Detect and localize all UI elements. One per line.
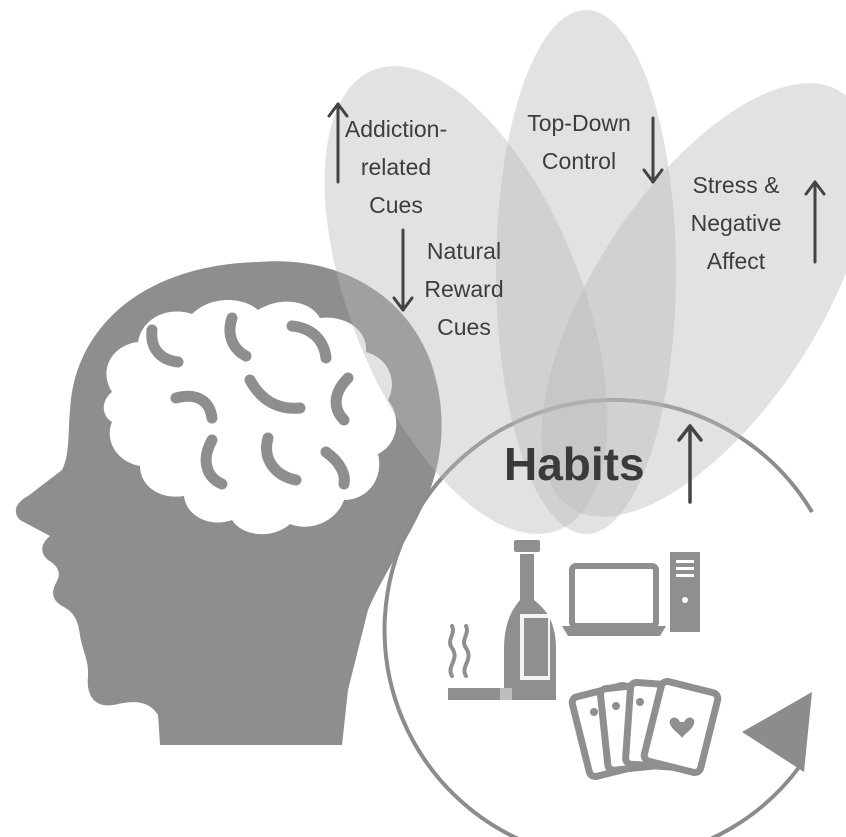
factor-petals <box>324 10 846 534</box>
arrow-up-stress <box>804 180 826 264</box>
computer-icon <box>562 552 700 636</box>
habits-title: Habits <box>504 438 645 490</box>
arrow-up-addiction-cues <box>327 102 349 184</box>
direction-arrows <box>327 102 826 504</box>
label-line: Cues <box>437 314 491 340</box>
bottle-icon <box>504 540 556 700</box>
label-line: Reward <box>424 276 504 302</box>
cigarette-icon <box>448 624 512 700</box>
label-line: Negative <box>690 210 782 236</box>
cycle-circle <box>382 397 814 837</box>
arrow-up-habits <box>677 424 703 504</box>
label-addiction-related-cues: Addiction- related Cues <box>340 110 452 224</box>
label-line: Control <box>541 148 617 174</box>
playing-cards-icon <box>568 677 722 781</box>
head-brain-icon <box>15 261 442 745</box>
arrow-down-natural-reward <box>392 228 414 312</box>
label-line: related <box>360 154 432 180</box>
label-line: Top-Down <box>527 110 631 136</box>
petal-right <box>541 83 846 517</box>
label-line: Natural <box>426 238 502 264</box>
cycle-arrowhead <box>742 692 812 772</box>
petal-center <box>496 10 676 534</box>
cycle-arrow-icon <box>382 397 814 837</box>
arrow-down-top-down-control <box>642 116 664 184</box>
label-stress-negative-affect: Stress & Negative Affect <box>676 166 796 280</box>
label-natural-reward-cues: Natural Reward Cues <box>414 232 514 346</box>
label-line: Affect <box>706 248 766 274</box>
label-line: Cues <box>369 192 423 218</box>
petal-left <box>324 66 608 534</box>
label-top-down-control: Top-Down Control <box>514 104 644 180</box>
label-line: Addiction- <box>344 116 448 142</box>
label-line: Stress & <box>692 172 780 198</box>
brain-folds <box>146 312 354 490</box>
